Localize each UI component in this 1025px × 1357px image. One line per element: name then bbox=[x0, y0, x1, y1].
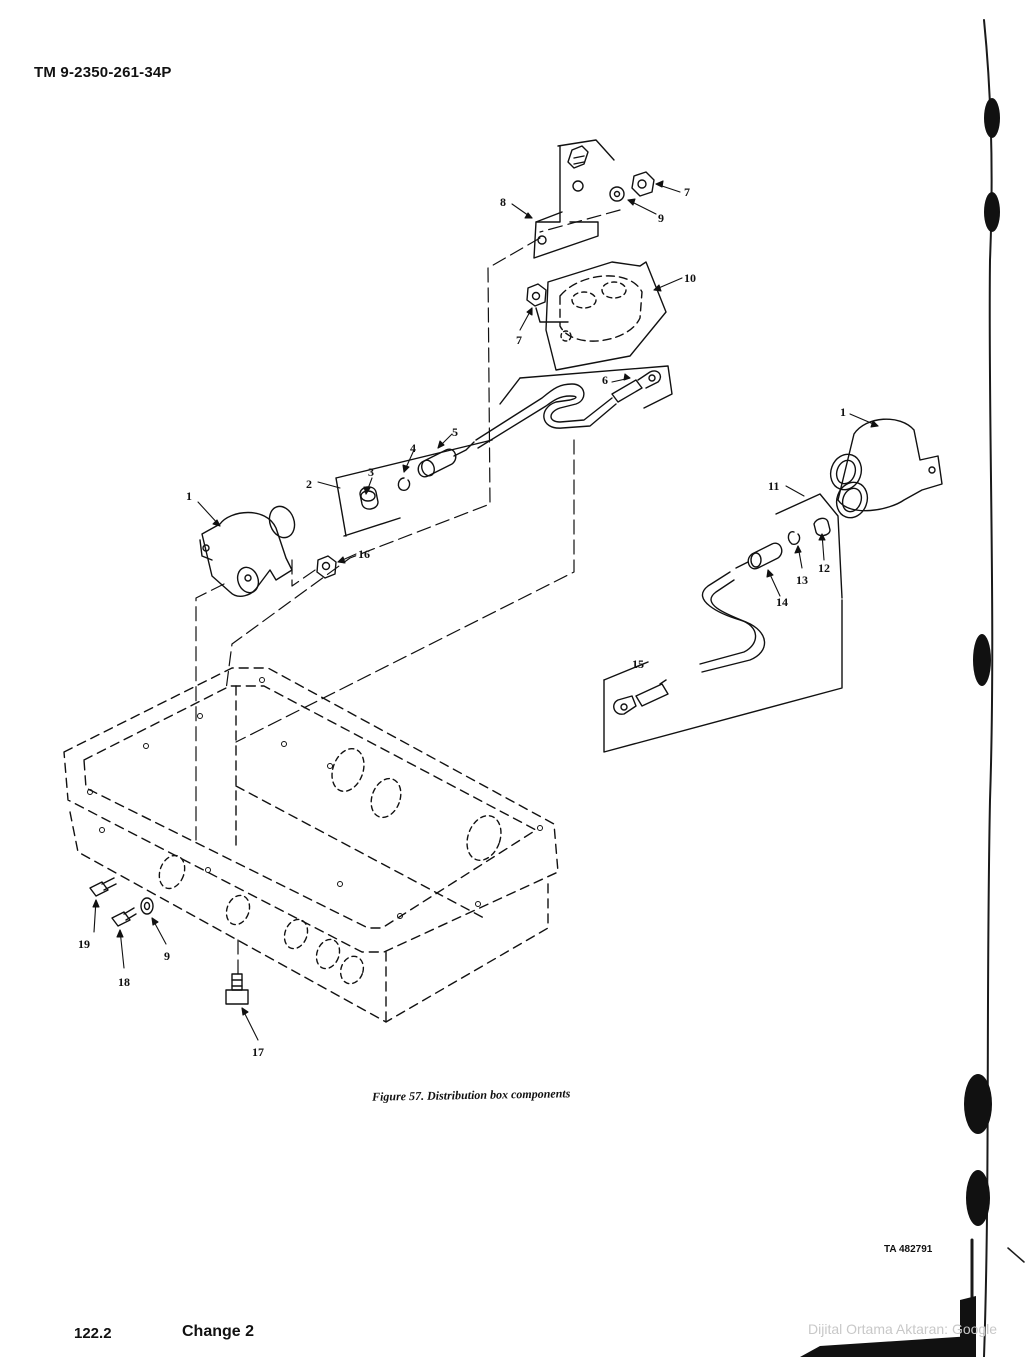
part-9-washer-bottom bbox=[140, 897, 154, 915]
part-1-receptacle-right bbox=[829, 418, 943, 519]
part-14-sleeve bbox=[735, 542, 783, 570]
part-6-cable bbox=[475, 365, 673, 449]
part-15-terminal bbox=[613, 679, 669, 715]
ta-number: TA 482791 bbox=[884, 1244, 933, 1255]
callout-4: 4 bbox=[410, 441, 416, 455]
callout-1-right: 1 bbox=[840, 405, 846, 419]
callout-1-left: 1 bbox=[186, 489, 192, 503]
box-holes bbox=[158, 747, 502, 985]
binding-marks bbox=[800, 98, 1000, 1357]
part-8-bracket bbox=[533, 139, 615, 259]
part-12-bushing bbox=[813, 517, 831, 537]
callout-13: 13 bbox=[796, 573, 808, 587]
callout-2: 2 bbox=[306, 477, 312, 491]
part-16-nut bbox=[316, 555, 337, 579]
part-5-sleeve bbox=[417, 441, 475, 478]
callout-arrows bbox=[92, 180, 879, 1041]
part-7-nut-top bbox=[631, 171, 655, 197]
callout-8: 8 bbox=[500, 195, 506, 209]
part-19-screw bbox=[89, 877, 117, 897]
part-4-clip bbox=[397, 477, 411, 492]
callout-9-top: 9 bbox=[658, 211, 664, 225]
callout-11: 11 bbox=[768, 479, 779, 493]
callout-19: 19 bbox=[78, 937, 90, 951]
box-screw-holes bbox=[87, 677, 543, 919]
part-11-cable bbox=[699, 571, 766, 673]
callout-10: 10 bbox=[684, 271, 696, 285]
part-11-bracket-group bbox=[603, 493, 843, 753]
part-13-clip bbox=[787, 531, 801, 546]
callout-6: 6 bbox=[602, 373, 608, 387]
part-17-bolt bbox=[225, 973, 249, 1005]
callout-18: 18 bbox=[118, 975, 130, 989]
callout-labels: 1 1 2 3 4 5 6 7 7 8 9 9 10 11 12 13 14 1… bbox=[78, 185, 846, 1059]
part-18-screw bbox=[111, 907, 137, 927]
callout-3: 3 bbox=[368, 465, 374, 479]
callout-5: 5 bbox=[452, 425, 458, 439]
change-label: Change 2 bbox=[182, 1323, 255, 1340]
page-number: 122.2 bbox=[74, 1325, 112, 1342]
callout-14: 14 bbox=[776, 595, 788, 609]
document-header: TM 9-2350-261-34P bbox=[34, 64, 172, 81]
callout-15: 15 bbox=[632, 657, 644, 671]
callout-16: 16 bbox=[358, 547, 370, 561]
part-9-washer-top bbox=[609, 186, 625, 202]
assembly-lines bbox=[195, 209, 621, 977]
callout-9-bottom: 9 bbox=[164, 949, 170, 963]
callout-12: 12 bbox=[818, 561, 830, 575]
part-10-cover bbox=[545, 261, 667, 371]
part-7-nut-middle bbox=[526, 283, 569, 323]
callout-7-middle: 7 bbox=[516, 333, 522, 347]
watermark: Dijital Ortama Aktaran: Google bbox=[808, 1321, 998, 1337]
callout-7-top: 7 bbox=[684, 185, 690, 199]
part-1-receptacle-left bbox=[199, 505, 296, 597]
distribution-box bbox=[63, 667, 559, 1023]
callout-17: 17 bbox=[252, 1045, 264, 1059]
